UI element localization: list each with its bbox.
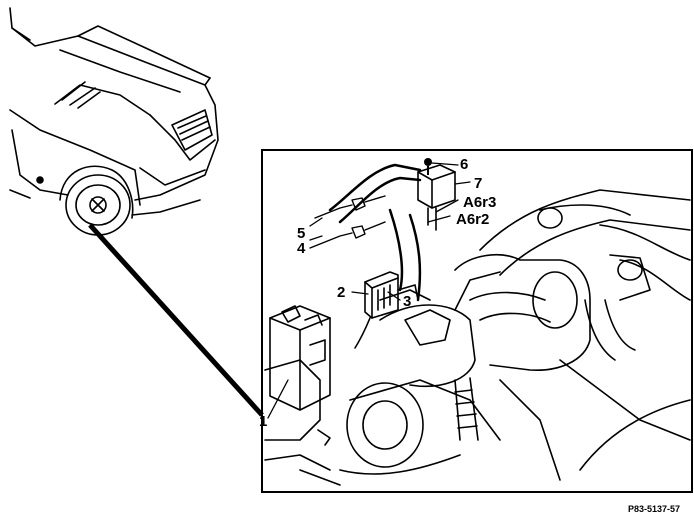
- part-2-connector: [354, 271, 419, 349]
- label-2: 2: [337, 284, 345, 301]
- part-1-control-module: [269, 305, 331, 446]
- callout-leaders: [267, 162, 471, 419]
- car-illustration: [9, 7, 219, 236]
- part-6-screw: [424, 158, 432, 175]
- label-6: 6: [460, 156, 468, 173]
- engine-assembly: [264, 189, 691, 486]
- wiring-harness: [328, 163, 422, 302]
- label-3: 3: [403, 293, 411, 310]
- label-a6r2: A6r2: [456, 211, 489, 228]
- label-1: 1: [259, 413, 267, 430]
- inset-frame: [261, 149, 693, 493]
- label-5: 5: [297, 225, 305, 242]
- reference-code: P83-5137-57: [628, 504, 680, 514]
- label-a6r3: A6r3: [463, 194, 496, 211]
- label-4: 4: [297, 240, 306, 257]
- pointer-leader-line: [88, 223, 264, 417]
- probe-wires: [309, 195, 386, 249]
- callout-labels: 1 2 3 4 5 6 7 A6r3 A6r2 P83-5137-57: [259, 156, 680, 514]
- label-7: 7: [474, 175, 482, 192]
